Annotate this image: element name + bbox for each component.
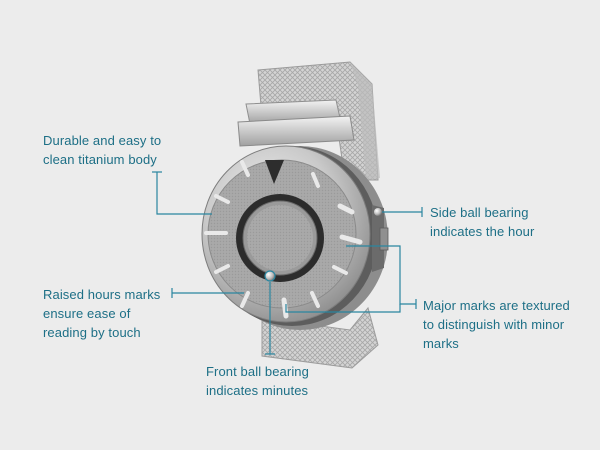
hour-mark-3 — [339, 234, 363, 245]
hour-mark-6 — [281, 297, 289, 319]
label-side-ball-bearing: Side ball bearing indicates the hour — [430, 205, 535, 239]
hour-mark-2 — [337, 203, 355, 215]
hour-mark-11 — [240, 160, 250, 177]
side-ball-bearing — [374, 208, 382, 216]
twelve-triangle-marker — [265, 160, 284, 184]
watch-dial — [204, 159, 382, 319]
hour-marks — [204, 160, 363, 319]
hour-mark-5 — [310, 291, 320, 308]
leader-major-marks — [346, 245, 416, 305]
hour-mark-4 — [332, 265, 348, 275]
leader-lines — [152, 171, 423, 355]
label-front-ball-bearing: Front ball bearing indicates minutes — [206, 364, 309, 398]
hour-mark-8 — [214, 264, 230, 274]
front-ball-bearing — [264, 270, 276, 282]
label-raised-hour-marks: Raised hours marks ensure ease of readin… — [43, 287, 161, 340]
leader-major-marks-lower — [285, 304, 401, 313]
label-major-marks: Major marks are textured to distinguish … — [423, 298, 570, 351]
hour-mark-7 — [240, 291, 250, 308]
leader-body — [156, 172, 212, 215]
strap-lug — [237, 99, 355, 147]
label-titanium-body: Durable and easy to clean titanium body — [43, 133, 162, 167]
hour-mark-10 — [214, 194, 230, 204]
hour-mark-1 — [311, 172, 320, 188]
